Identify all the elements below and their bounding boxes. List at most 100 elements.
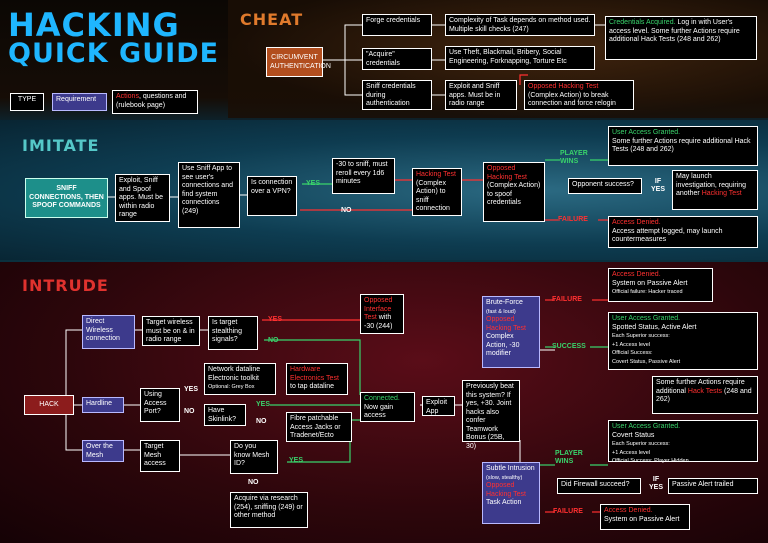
spotted-plus1: +1 Access level (612, 342, 650, 348)
acquire-credentials: "Acquire" credentials (362, 48, 432, 70)
stealthing-yes: YES (268, 316, 282, 323)
access-port-yes: YES (184, 386, 198, 393)
imitate-access-granted-green: User Access Granted. (612, 129, 680, 136)
legend-actions: Actions, questions and (rulebook page) (112, 90, 198, 114)
may-launch-investigation-red: Hacking Test (702, 190, 742, 197)
intrude-player-wins: PLAYER WINS (555, 450, 587, 466)
forge-credentials: Forge credentials (362, 14, 432, 36)
exploit-sniff-apps: Exploit and Sniff apps. Must be in radio… (445, 80, 517, 110)
hardline: Hardline (82, 397, 124, 413)
hardware-electronics-test-red: Hardware Electronics Test (290, 366, 339, 382)
hardware-electronics-test: Hardware Electronics Test to tap datalin… (286, 363, 348, 395)
is-target-stealthing: Is target stealthing signals? (208, 316, 258, 350)
network-dataline-optional: Optional: Grey Box (208, 384, 254, 390)
opponent-success: Opponent success? (568, 178, 642, 194)
legend-actions-red: Actions (116, 93, 139, 100)
passive-alert-triggered: Passive Alert trailed (668, 478, 758, 494)
spotted-each-superior: Each Superior success: (612, 333, 670, 339)
is-vpn-question: Is connection over a VPN? (247, 176, 297, 216)
have-skinlink: Have Skinlink? (204, 404, 246, 426)
subtle-slow: (slow, stealthy) (486, 475, 522, 481)
did-firewall-succeed: Did Firewall succeed? (557, 478, 641, 494)
brute-force-red: Opposed Hacking Test (486, 316, 526, 332)
opposed-hacking-spoof-rest: (Complex Action) to spoof credentials (487, 182, 540, 206)
imitate-access-granted: User Access Granted.Some further Actions… (608, 126, 758, 166)
brute-force-fast: (fast & loud) (486, 309, 516, 315)
intrude-denied-bottom: Access Denied.System on Passive Alert (600, 504, 690, 530)
subtle-red: Opposed Hacking Test (486, 482, 526, 498)
access-port-no: NO (184, 408, 195, 415)
opposed-hacking-spoof-red: Opposed Hacking Test (487, 165, 527, 181)
covert-rest: Covert Status (612, 432, 654, 439)
direct-wireless: Direct Wireless connection (82, 315, 135, 349)
sniff-connections: SNIFF CONNECTIONS, THEN SPOOF COMMANDS (25, 178, 108, 218)
covert-each-superior: Each Superior success: (612, 441, 670, 447)
circumvent-authentication: CIRCUMVENT AUTHENTICATION (266, 47, 323, 77)
opposed-hacking-break-red: Opposed Hacking Test (528, 83, 598, 90)
vpn-yes-label: YES (306, 180, 320, 187)
skinlink-no: NO (256, 418, 267, 425)
spotted-access-granted: User Access Granted.Spotted Status, Acti… (608, 312, 758, 370)
opposed-hacking-break: Opposed Hacking Test (Complex Action) to … (524, 80, 634, 110)
network-dataline-text: Network dataline Electronic toolkit (208, 366, 260, 382)
some-further-red: Hack Tests (688, 388, 722, 395)
spotted-rest: Spotted Status, Active Alert (612, 324, 696, 331)
section-imitate: IMITATE (22, 136, 99, 155)
subtle-intrusion: Subtle Intrusion (slow, stealthy)Opposed … (482, 462, 540, 524)
imitate-if-yes: IF YES (648, 178, 668, 194)
opposed-interface-test: Opposed Interface Test with -30 (244) (360, 294, 404, 334)
opposed-hacking-break-rest: (Complex Action) to break connection and… (528, 92, 616, 108)
brute-failure: FAILURE (552, 296, 582, 303)
covert-plus1: +1 Access level (612, 450, 650, 456)
brute-force-rest: Complex Action, -30 modifier (486, 333, 519, 357)
acquire-description: Use Theft, Blackmail, Bribery, Social En… (445, 46, 595, 70)
opposed-hacking-spoof: Opposed Hacking Test(Complex Action) to … (483, 162, 545, 222)
connected-green: Connected. (364, 395, 400, 402)
using-access-port: Using Access Port? (140, 388, 180, 422)
section-cheat: CHEAT (240, 10, 303, 29)
exploit-sniff-spoof: Exploit, Sniff and Spoof apps. Must be w… (115, 174, 170, 222)
connected-gain-access: Connected. Now gain access (360, 392, 415, 422)
credentials-acquired: Credentials Acquired. Log in with User's… (605, 16, 757, 60)
previously-beat-system: Previously beat this system? If yes, +30… (462, 380, 520, 442)
section-intrude: INTRUDE (22, 276, 109, 295)
intrude-if-yes: IF YES (646, 476, 666, 492)
fibre-access-jacks: Fibre patchable Access Jacks or Tradenet… (286, 412, 352, 442)
use-sniff-app: Use Sniff App to see user's connections … (178, 162, 240, 228)
vpn-no-label: NO (341, 207, 352, 214)
sniff-credentials: Sniff credentials during authentication (362, 80, 432, 110)
brute-success: SUCCESS (552, 343, 586, 350)
subtle-rest: Task Action (486, 499, 521, 506)
stealthing-no: NO (268, 337, 279, 344)
some-further-actions: Some further Actions require additional … (652, 376, 758, 414)
intrude-denied-top-red: Access Denied. (612, 271, 661, 278)
credentials-acquired-green: Credentials Acquired. (609, 19, 676, 26)
subtle-label: Subtle Intrusion (486, 465, 535, 472)
mesh-id-no: NO (248, 479, 259, 486)
hacking-test-sniff-rest: (Complex Action) to sniff connection (416, 180, 450, 213)
know-mesh-id: Do you know Mesh ID? (230, 440, 278, 474)
imitate-player-wins: PLAYER WINS (560, 150, 592, 166)
may-launch-investigation: May launch investigation, requiring anot… (672, 170, 758, 210)
intrude-denied-bottom-red: Access Denied. (604, 507, 653, 514)
spotted-official-success: Official Success: (612, 350, 653, 356)
imitate-access-denied-rest: Access attempt logged, may launch counte… (612, 228, 723, 244)
brute-force: Brute-Force(fast & loud)Opposed Hacking … (482, 296, 540, 368)
spotted-covert: Covert Status, Passive Alert (612, 359, 680, 365)
hacking-test-sniff-red: Hacking Test (416, 171, 456, 178)
target-wireless-range: Target wireless must be on & in radio ra… (142, 316, 200, 346)
exploit-app: Exploit App (422, 396, 455, 416)
mesh-id-yes: YES (289, 457, 303, 464)
imitate-access-denied: Access Denied.Access attempt logged, may… (608, 216, 758, 248)
connected-rest: Now gain access (364, 404, 393, 420)
intrude-denied-top-rest: System on Passive Alert (612, 280, 687, 287)
covert-official-hidden: Official Success: Player Hidden (612, 458, 689, 464)
hack-start: HACK (24, 395, 74, 415)
legend-requirement: Requirement (52, 93, 107, 111)
legend-type: TYPE (10, 93, 44, 111)
target-mesh-access: Target Mesh access (140, 440, 180, 472)
